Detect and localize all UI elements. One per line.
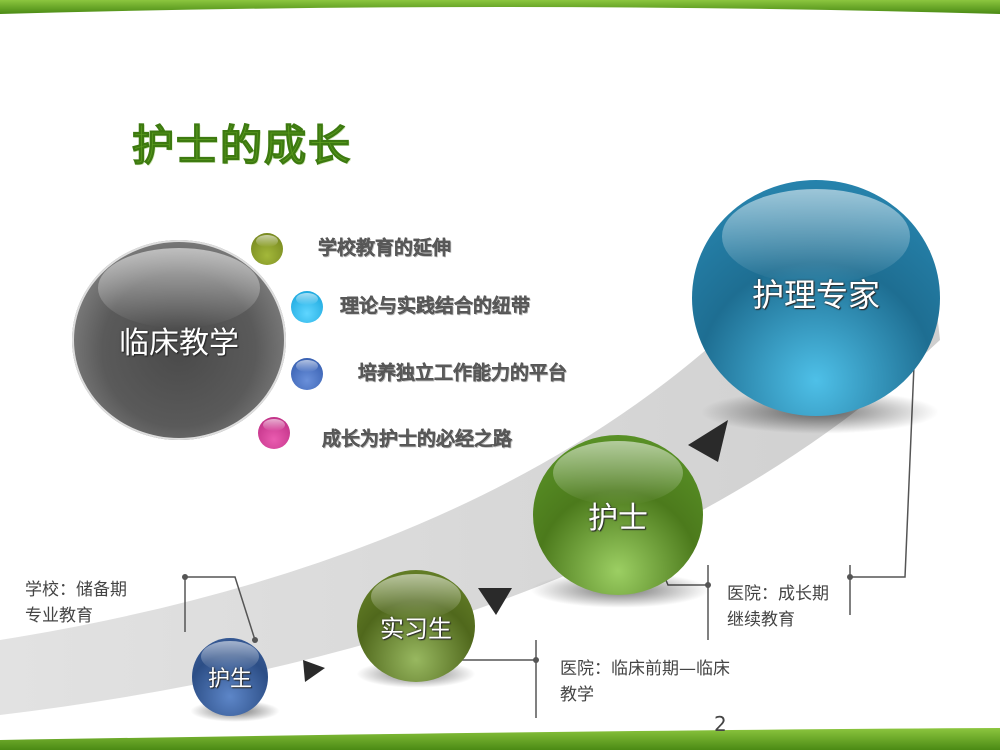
note-hospital-clinical: 医院：临床前期—临床教学: [560, 659, 730, 705]
note-school: 学校：储备期专业教育: [25, 580, 127, 626]
bullet-cyan-icon: [291, 291, 323, 323]
page-title: 护士的成长: [131, 121, 353, 171]
bullet-magenta-icon: [258, 417, 290, 449]
note-hospital-growth: 医院：成长期继续教育: [727, 584, 829, 630]
stage-sphere-nurse: 护士: [533, 435, 703, 595]
point-text: 学校教育的延伸: [318, 237, 452, 259]
stage-label: 护生: [207, 667, 252, 692]
stage-sphere-student-nurse: 护生: [192, 638, 268, 716]
page-number: 2: [714, 712, 727, 736]
stage-sphere-nursing-expert: 护理专家: [692, 180, 940, 416]
point-text: 培养独立工作能力的平台: [358, 362, 568, 384]
clinical-teaching-label: 临床教学: [119, 326, 239, 361]
stage-sphere-intern: 实习生: [357, 570, 475, 682]
stage-label: 护理专家: [751, 276, 880, 314]
arrow-icon: [478, 588, 512, 615]
bullet-blue-icon: [291, 358, 323, 390]
growth-path-band: [0, 250, 940, 715]
bullet-olive-icon: [251, 233, 283, 265]
point-text: 理论与实践结合的纽带: [340, 295, 531, 317]
stage-label: 实习生: [380, 614, 452, 643]
clinical-teaching-circle: 临床教学: [72, 240, 286, 440]
point-text: 成长为护士的必经之路: [322, 428, 513, 450]
arrow-icon: [688, 420, 728, 462]
arrow-icon: [303, 660, 325, 682]
stage-label: 护士: [588, 501, 648, 536]
